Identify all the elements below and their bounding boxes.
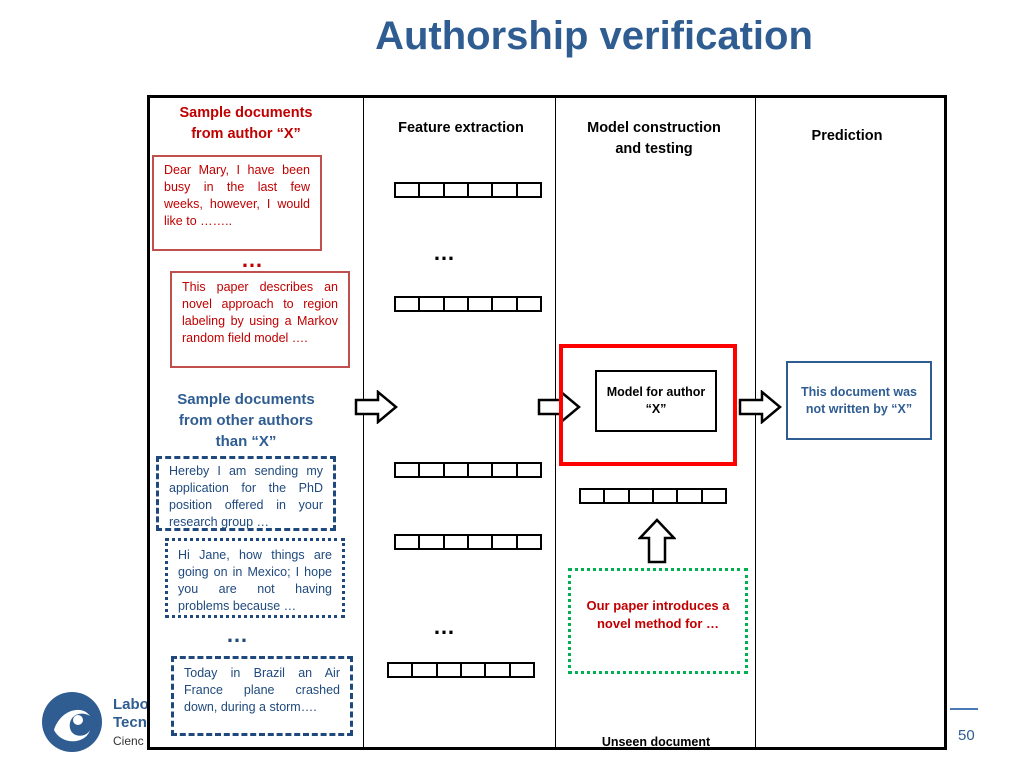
column-divider-2 xyxy=(555,95,556,750)
other-doc-2: Hi Jane, how things are going on in Mexi… xyxy=(165,538,345,618)
feature-vector-5 xyxy=(387,662,535,678)
author-doc-1: Dear Mary, I have been busy in the last … xyxy=(152,155,322,251)
model-construction-header: Model construction and testing xyxy=(587,120,721,157)
lab-logo-icon xyxy=(40,690,110,760)
unseen-document-box: Our paper introduces a novel method for … xyxy=(568,568,748,674)
feature-vector-4 xyxy=(394,534,542,550)
other-docs-ellipsis: … xyxy=(226,622,249,647)
footer-divider xyxy=(950,708,978,710)
column-divider-3 xyxy=(755,95,756,750)
logo-line-2: Tecn xyxy=(113,714,147,731)
feature-vector-1 xyxy=(394,182,542,198)
model-box: Model for author “X” xyxy=(595,370,717,432)
title-text: Authorship verification xyxy=(375,14,813,58)
prediction-result-box: This document was not written by “X” xyxy=(786,361,932,440)
column-divider-1 xyxy=(363,95,364,750)
feature-vector-3 xyxy=(394,462,542,478)
feature-vector-2 xyxy=(394,296,542,312)
arrow-up-icon xyxy=(638,518,676,564)
logo-text: Labo Tecn Cienc xyxy=(113,696,149,748)
arrow-right-icon xyxy=(354,390,398,424)
prediction-header: Prediction xyxy=(811,128,883,144)
author-docs-ellipsis: … xyxy=(241,247,264,272)
model-highlight-box xyxy=(559,344,737,466)
samples-x-header: Sample documents from author “X” xyxy=(179,105,313,142)
diagram-frame xyxy=(147,95,947,750)
page-number: 50 xyxy=(958,727,975,744)
author-doc-2: This paper describes an novel approach t… xyxy=(170,271,350,368)
unseen-feature-vector xyxy=(579,488,727,504)
logo-line-3: Cienc xyxy=(113,734,144,748)
arrow-right-icon xyxy=(738,390,782,424)
page-title: Authorship verification xyxy=(0,14,1024,59)
feature-vectors-ellipsis-1: … xyxy=(433,240,456,265)
other-doc-3: Today in Brazil an Air France plane cras… xyxy=(171,656,353,736)
other-doc-1: Hereby I am sending my application for t… xyxy=(156,456,336,531)
feature-vectors-ellipsis-2: … xyxy=(433,614,456,639)
other-authors-header: Sample documents from other authors than… xyxy=(177,391,315,450)
logo-line-1: Labo xyxy=(113,696,149,713)
unseen-document-label: Unseen document xyxy=(601,735,711,749)
feature-extraction-header: Feature extraction xyxy=(398,120,524,136)
